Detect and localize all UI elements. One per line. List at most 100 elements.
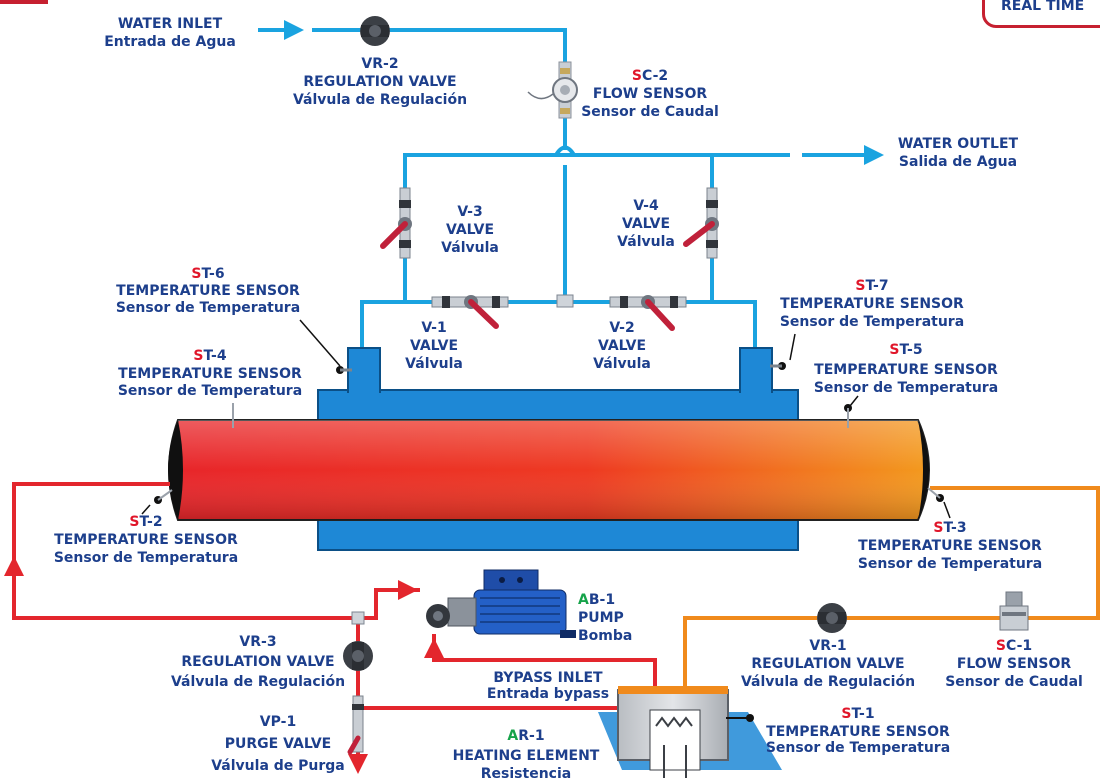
sc1-flow-sensor-icon — [999, 591, 1029, 631]
st5-en: TEMPERATURE SENSOR — [814, 362, 998, 378]
st3-outlet-pipe — [683, 486, 1100, 690]
tee-fitting — [556, 294, 574, 308]
sc2-code: SC-2 — [632, 68, 668, 84]
st2-prefix: S — [129, 514, 139, 530]
vr2-es: Válvula de Regulación — [293, 92, 467, 108]
label-st6: ST-6 TEMPERATURE SENSOR Sensor de Temper… — [116, 266, 300, 316]
label-bypass: BYPASS INLET Entrada bypass — [487, 670, 609, 702]
st6-code-rest: T-6 — [202, 266, 225, 282]
warm-water-piping — [683, 486, 1100, 690]
v2-valve-icon — [609, 295, 687, 331]
st7-es: Sensor de Temperatura — [780, 314, 964, 330]
label-st1: ST-1 TEMPERATURE SENSOR Sensor de Temper… — [766, 706, 950, 756]
hot-tube — [168, 419, 930, 521]
vp1-es: Válvula de Purga — [211, 758, 345, 774]
st7-code-rest: T-7 — [866, 278, 889, 294]
inlet-pipe — [312, 28, 567, 150]
v3-en: VALVE — [446, 222, 494, 238]
sc1-en: FLOW SENSOR — [957, 656, 1072, 672]
v1-en: VALVE — [410, 338, 458, 354]
water-outlet-en: WATER OUTLET — [898, 136, 1019, 152]
st1-code-rest: T-1 — [852, 706, 875, 722]
label-v2: V-2 VALVE Válvula — [593, 320, 651, 372]
v3-code: V-3 — [457, 204, 482, 220]
temperature-probes — [154, 362, 944, 722]
water-inlet-es: Entrada de Agua — [104, 34, 236, 50]
st2-es: Sensor de Temperatura — [54, 550, 238, 566]
st1-en: TEMPERATURE SENSOR — [766, 724, 950, 740]
st2-code-rest: T-2 — [140, 514, 163, 530]
vr3-code: VR-3 — [239, 634, 276, 650]
ar1-es: Resistencia — [481, 766, 571, 778]
st1-es: Sensor de Temperatura — [766, 740, 950, 756]
st3-prefix: S — [933, 520, 943, 536]
st7-probe-icon — [770, 362, 786, 370]
ab1-pump-icon — [426, 569, 576, 638]
st4-en: TEMPERATURE SENSOR — [118, 366, 302, 382]
sc1-code-rest: C-1 — [1006, 638, 1032, 654]
ar1-prefix: A — [507, 728, 518, 744]
vr2-en: REGULATION VALVE — [303, 74, 456, 90]
leader-lines — [141, 319, 951, 519]
v3-es: Válvula — [441, 240, 499, 256]
st1-prefix: S — [841, 706, 851, 722]
label-st3: ST-3 TEMPERATURE SENSOR Sensor de Temper… — [858, 520, 1042, 572]
vr3-es: Válvula de Regulación — [171, 674, 345, 690]
ab1-code-rest: B-1 — [589, 592, 615, 608]
v4-valve-icon — [683, 187, 719, 259]
bypass-en: BYPASS INLET — [493, 670, 603, 686]
sc2-es: Sensor de Caudal — [581, 104, 719, 120]
water-outlet-es: Salida de Agua — [899, 154, 1017, 170]
sc2-en: FLOW SENSOR — [593, 86, 708, 102]
sc1-es: Sensor de Caudal — [945, 674, 1083, 690]
vr1-code: VR-1 — [809, 638, 846, 654]
ab1-en: PUMP — [578, 610, 624, 626]
ab1-es: Bomba — [578, 628, 632, 644]
v3-valve-icon — [380, 187, 412, 259]
label-st2: ST-2 TEMPERATURE SENSOR Sensor de Temper… — [54, 514, 238, 566]
st3-en: TEMPERATURE SENSOR — [858, 538, 1042, 554]
v1-valve-icon — [431, 295, 509, 329]
label-water-outlet: WATER OUTLET Salida de Agua — [898, 136, 1019, 170]
sc1-code: SC-1 — [996, 638, 1032, 654]
vp1-en: PURGE VALVE — [225, 736, 331, 752]
st3-es: Sensor de Temperatura — [858, 556, 1042, 572]
ar1-heating-tank-icon — [598, 686, 782, 778]
st6-es: Sensor de Temperatura — [116, 300, 300, 316]
ab1-prefix: A — [578, 592, 589, 608]
vr2-valve-icon — [360, 16, 390, 46]
v4-en: VALVE — [622, 216, 670, 232]
v2-es: Válvula — [593, 356, 651, 372]
st4-prefix: S — [193, 348, 203, 364]
label-ab1: AB-1 PUMP Bomba — [578, 592, 632, 644]
ar1-code-rest: R-1 — [518, 728, 544, 744]
realtime-badge: REAL TIME — [982, 0, 1100, 28]
vr3-valve-icon — [343, 611, 373, 671]
sc2-prefix: S — [632, 68, 642, 84]
st3-code: ST-3 — [933, 520, 966, 536]
label-water-inlet: WATER INLET Entrada de Agua — [104, 16, 236, 50]
label-st5: ST-5 TEMPERATURE SENSOR Sensor de Temper… — [814, 342, 998, 396]
vr3-en: REGULATION VALVE — [181, 654, 334, 670]
label-vp1: VP-1 PURGE VALVE Válvula de Purga — [211, 714, 345, 774]
vp1-code: VP-1 — [260, 714, 296, 730]
st3-code-rest: T-3 — [944, 520, 967, 536]
st2-probe-icon — [154, 489, 173, 504]
vp1-purge-valve-icon — [347, 695, 364, 755]
st4-code-rest: T-4 — [204, 348, 227, 364]
sc2-code-rest: C-2 — [642, 68, 668, 84]
ar1-en: HEATING ELEMENT — [453, 748, 600, 764]
label-sc1: SC-1 FLOW SENSOR Sensor de Caudal — [945, 638, 1083, 690]
pump-discharge-pipe — [358, 588, 420, 620]
st7-code: ST-7 — [855, 278, 888, 294]
st4-es: Sensor de Temperatura — [118, 383, 302, 399]
st2-code: ST-2 — [129, 514, 162, 530]
v1-es: Válvula — [405, 356, 463, 372]
label-st7: ST-7 TEMPERATURE SENSOR Sensor de Temper… — [780, 278, 964, 330]
vr1-es: Válvula de Regulación — [741, 674, 915, 690]
label-v1: V-1 VALVE Válvula — [405, 320, 463, 372]
v1-code: V-1 — [421, 320, 446, 336]
ab1-code: AB-1 — [578, 592, 615, 608]
st1-code: ST-1 — [841, 706, 874, 722]
